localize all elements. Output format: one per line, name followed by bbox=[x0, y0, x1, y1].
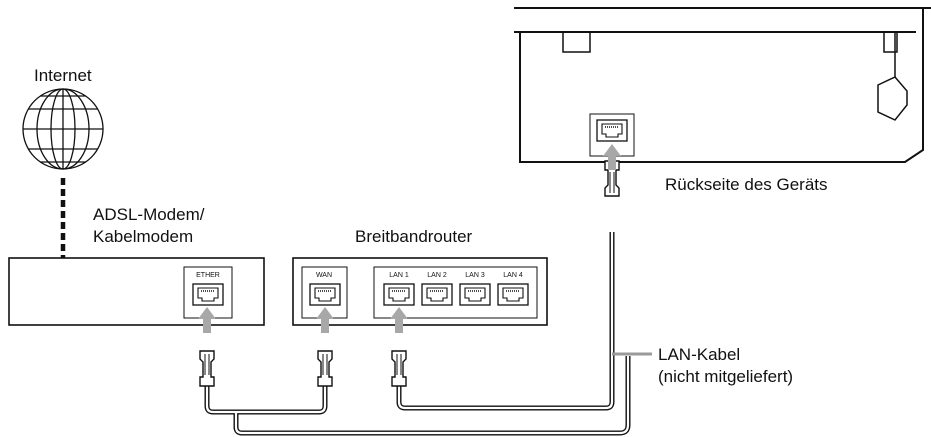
label-lan-cable: LAN-Kabel bbox=[658, 345, 741, 364]
ethernet-port-icon bbox=[383, 283, 415, 306]
device-rear-panel bbox=[514, 7, 931, 163]
label-internet: Internet bbox=[34, 66, 92, 85]
ethernet-port-icon bbox=[309, 283, 341, 306]
lan-cables-core bbox=[205, 232, 630, 435]
globe-icon bbox=[22, 88, 104, 170]
ethernet-port-icon bbox=[459, 283, 491, 306]
label-modem-line1: ADSL-Modem/ bbox=[93, 205, 205, 224]
port-label-wan: WAN bbox=[316, 272, 332, 279]
ethernet-port-icon bbox=[421, 283, 453, 306]
label-device-back: Rückseite des Geräts bbox=[665, 175, 828, 194]
cable-plug-icon bbox=[391, 350, 407, 387]
port-label-lan1: LAN 1 bbox=[389, 272, 409, 279]
cable-plug-icon bbox=[317, 350, 333, 387]
port-label-lan4: LAN 4 bbox=[503, 272, 523, 279]
ethernet-port-icon bbox=[497, 283, 529, 306]
ethernet-port-icon bbox=[192, 283, 224, 306]
cable-plug-icon bbox=[199, 350, 215, 387]
port-label-lan3: LAN 3 bbox=[465, 272, 485, 279]
label-lan-cable-note: (nicht mitgeliefert) bbox=[658, 367, 794, 386]
ethernet-port-icon bbox=[596, 119, 628, 142]
port-label-lan2: LAN 2 bbox=[427, 272, 447, 279]
label-modem-line2: Kabelmodem bbox=[93, 227, 194, 246]
label-router: Breitbandrouter bbox=[355, 227, 473, 246]
port-label-ether: ETHER bbox=[196, 272, 220, 279]
